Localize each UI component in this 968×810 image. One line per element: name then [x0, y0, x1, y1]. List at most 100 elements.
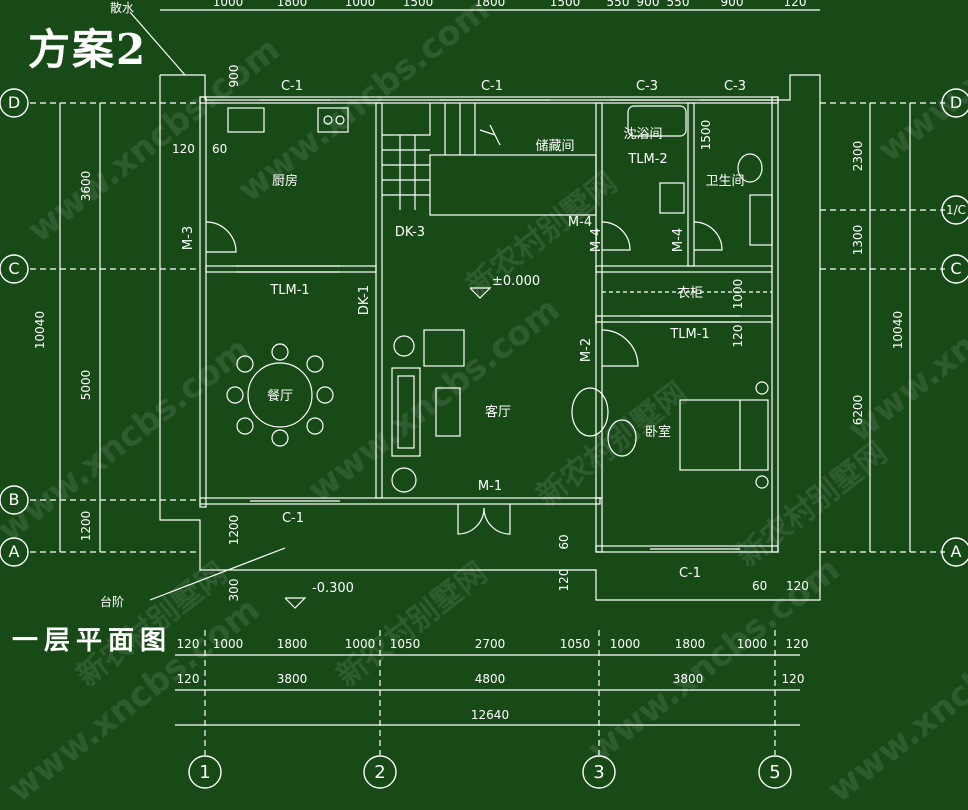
- dimension: 10040: [33, 311, 47, 349]
- kitchen-stove: [317, 107, 349, 133]
- axis-bubble-5: [758, 755, 792, 789]
- dimension: 60: [212, 142, 227, 156]
- opening-label: DK-3: [395, 225, 425, 240]
- dimension: 1800: [675, 637, 706, 651]
- dimension: 1200: [227, 515, 241, 546]
- interior-wall: [595, 102, 603, 499]
- dimension: 5000: [79, 370, 93, 401]
- dimension: 1800: [277, 0, 308, 9]
- toilet: [737, 153, 763, 183]
- dimension: 12640: [471, 708, 509, 722]
- opening-label: DK-1: [357, 285, 372, 315]
- axis-bubble-b: [0, 485, 29, 515]
- dimension: 1050: [560, 637, 591, 651]
- axis-label: A: [951, 542, 962, 561]
- bath-cabinet: [659, 182, 685, 214]
- room-label: 餐厅: [267, 388, 293, 404]
- washbasin: [749, 194, 773, 246]
- dimension: 120: [177, 672, 200, 686]
- elevation-label: -0.300: [312, 581, 354, 596]
- dimension: 900: [721, 0, 744, 9]
- exterior-wall: [771, 96, 779, 553]
- dimension: 3800: [673, 672, 704, 686]
- sofa: [391, 367, 421, 457]
- nightstand: [755, 381, 769, 395]
- scheme-title: 方案2: [28, 25, 148, 74]
- opening-label: C-1: [679, 566, 701, 581]
- axis-bubble-1: [188, 755, 222, 789]
- kitchen-sink: [227, 107, 265, 133]
- dimension: 120: [786, 637, 809, 651]
- dimension: 1200: [79, 511, 93, 542]
- axis-bubble-3: [582, 755, 616, 789]
- exterior-wall: [199, 497, 601, 505]
- stair: [382, 103, 431, 136]
- dimension: 1500: [699, 120, 713, 151]
- dimension: 550: [667, 0, 690, 9]
- armchair: [391, 467, 417, 493]
- dimension: 1800: [475, 0, 506, 9]
- axis-label: A: [9, 542, 20, 561]
- dimension: 120: [177, 637, 200, 651]
- dimension: 10040: [891, 311, 905, 349]
- axis-label: C: [8, 259, 19, 278]
- dimension: 1000: [345, 637, 376, 651]
- room-label: 储藏间: [535, 139, 574, 154]
- opening-label: TLM-1: [269, 283, 309, 298]
- axis-label: 1/C: [946, 203, 966, 217]
- dimension: 3800: [277, 672, 308, 686]
- dimension: 120: [784, 0, 807, 9]
- axis-label: 3: [593, 762, 604, 783]
- dimension: 1500: [550, 0, 581, 9]
- axis-bubble-a-right: [941, 537, 968, 567]
- interior-wall: [595, 315, 773, 323]
- dimension: 1050: [390, 637, 421, 651]
- dimension: 1000: [345, 0, 376, 9]
- room-label: 卧室: [645, 424, 671, 440]
- dimension: 60: [752, 579, 767, 593]
- dimension: 2300: [851, 141, 865, 172]
- axis-label: D: [950, 93, 962, 112]
- dimension: 6200: [851, 395, 865, 426]
- dimension: 550: [607, 0, 630, 9]
- axis-label: D: [8, 93, 20, 112]
- dimension: 1300: [851, 225, 865, 256]
- dimension: 300: [227, 579, 241, 602]
- plant: [393, 335, 415, 357]
- dimension: 2700: [475, 637, 506, 651]
- opening-label: TLM-2: [627, 152, 667, 167]
- opening-label: C-1: [481, 79, 503, 94]
- opening-label: M-4: [671, 228, 686, 252]
- dimension: 1000: [213, 0, 244, 9]
- dimension: 1000: [610, 637, 641, 651]
- axis-label: 1: [199, 762, 210, 783]
- room-label: 客厅: [485, 404, 511, 420]
- exterior-wall: [199, 96, 207, 508]
- opening-label: M-4: [589, 228, 604, 252]
- door-m1: [457, 504, 485, 535]
- armchair: [423, 329, 465, 367]
- dimension: 120: [782, 672, 805, 686]
- axis-label: B: [9, 490, 20, 509]
- stair: [429, 154, 597, 216]
- opening-label: M-4: [568, 215, 592, 230]
- coffee-table: [435, 387, 461, 437]
- apron-outline: [159, 74, 821, 601]
- dimension: 3600: [79, 171, 93, 202]
- dimension: 120: [786, 579, 809, 593]
- dimension: 1000: [731, 279, 745, 310]
- axis-bubble-c: [0, 254, 29, 284]
- axis-bubble-2: [363, 755, 397, 789]
- door-m1: [483, 504, 511, 535]
- room-label: 厨房: [272, 173, 298, 189]
- axis-bubble-c-right: [941, 254, 968, 284]
- room-label: 沈浴间: [623, 127, 662, 142]
- opening-label: TLM-1: [669, 327, 709, 342]
- opening-label: M-3: [181, 226, 196, 250]
- dimension: 120: [557, 569, 571, 592]
- bed: [679, 399, 769, 471]
- dimension: 1000: [737, 637, 768, 651]
- tv-cabinet: [571, 387, 609, 437]
- axis-bubble-a: [0, 537, 29, 567]
- elevation-mark: [284, 597, 307, 609]
